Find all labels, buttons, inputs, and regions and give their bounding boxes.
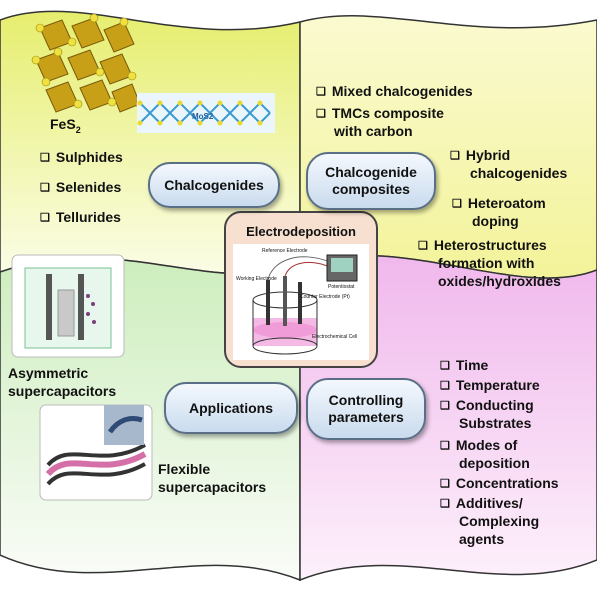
param-item-modes-2: deposition bbox=[459, 455, 530, 471]
parameters-box-label-2: parameters bbox=[328, 409, 404, 425]
param-item-substrates-2: Substrates bbox=[459, 415, 532, 431]
composite-item-heteroatom-2: doping bbox=[472, 213, 519, 229]
param-item-modes: Modes of bbox=[440, 436, 517, 456]
composite-item-mixed: Mixed chalcogenides bbox=[316, 82, 473, 102]
param-item-additives-2: Complexing bbox=[459, 513, 540, 529]
controlling-parameters-box: Controlling parameters bbox=[306, 378, 426, 440]
electrodeposition-setup-image bbox=[224, 211, 378, 368]
composite-item-hybrid-2: chalcogenides bbox=[470, 165, 568, 181]
applications-box-label: Applications bbox=[188, 400, 273, 416]
composite-item-hetero-structures-2: formation with bbox=[438, 255, 535, 271]
fes2-label: FeS2 bbox=[50, 116, 81, 135]
parameters-box-label-1: Controlling bbox=[328, 392, 404, 408]
chalcogenide-composites-box: Chalcogenide composites bbox=[306, 152, 436, 210]
electrochemical-cell-label: Electrochemical Cell bbox=[312, 334, 358, 340]
chalcogenides-box-label: Chalcogenides bbox=[164, 177, 264, 193]
param-item-additives: Additives/ bbox=[440, 494, 523, 514]
param-item-time: Time bbox=[440, 356, 488, 376]
fes2-crystal-image bbox=[31, 13, 145, 113]
reference-electrode-label: Reference Electrode bbox=[262, 248, 308, 254]
mos2-layer-image bbox=[137, 93, 275, 133]
composite-item-hybrid: Hybrid bbox=[450, 146, 510, 166]
param-item-temperature: Temperature bbox=[440, 376, 540, 396]
mos2-label: MoS2 bbox=[192, 112, 214, 121]
applications-box: Applications bbox=[164, 382, 298, 434]
working-electrode-label: Working Electrode bbox=[236, 276, 277, 282]
composites-box-label-2: composites bbox=[332, 181, 410, 197]
asymmetric-supercapacitor-image bbox=[11, 254, 125, 358]
param-item-concentrations: Concentrations bbox=[440, 474, 559, 494]
param-item-additives-3: agents bbox=[459, 531, 505, 547]
electrodeposition-title: Electrodeposition bbox=[246, 224, 356, 239]
chalcogenides-box: Chalcogenides bbox=[148, 162, 280, 208]
chalcogenide-item-selenides: Selenides bbox=[40, 178, 121, 198]
composite-item-hetero-structures-3: oxides/hydroxides bbox=[438, 273, 561, 289]
param-item-substrates: Conducting bbox=[440, 396, 534, 416]
composite-item-hetero-structures: Heterostructures bbox=[418, 236, 547, 256]
counter-electrode-label: Counter Electrode (Pt) bbox=[300, 294, 350, 300]
flexible-supercapacitor-image bbox=[39, 404, 153, 501]
potentiostat-label: Potentiostat bbox=[328, 284, 355, 290]
composite-item-tmc: TMCs composite bbox=[316, 104, 444, 124]
chalcogenide-item-sulphides: Sulphides bbox=[40, 148, 123, 168]
composites-box-label-1: Chalcogenide bbox=[325, 164, 417, 180]
composite-item-tmc-2: with carbon bbox=[334, 123, 413, 139]
chalcogenide-item-tellurides: Tellurides bbox=[40, 208, 121, 228]
composite-item-heteroatom: Heteroatom bbox=[452, 194, 546, 214]
